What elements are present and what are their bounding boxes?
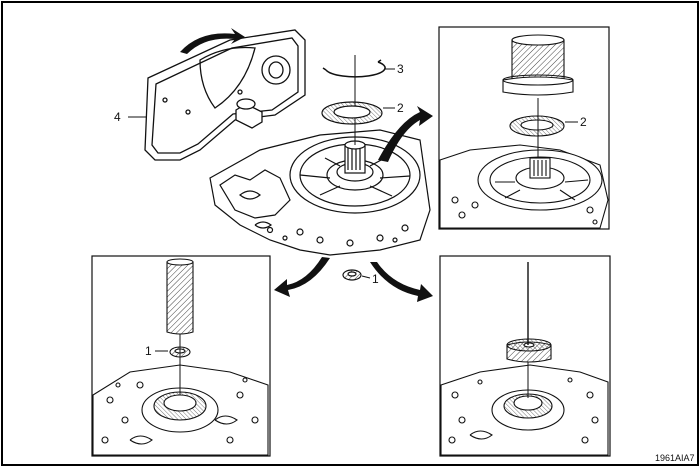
pump-body-main xyxy=(209,129,431,256)
inset-bottom-right-scene xyxy=(440,338,609,456)
arrow-to-bottom-right-icon xyxy=(370,262,433,302)
figure-code: 1961AIA7 xyxy=(655,453,695,463)
arrow-to-bottom-left-icon xyxy=(274,257,330,297)
o-ring-center xyxy=(342,269,362,281)
callout-o-ring-center: 1 xyxy=(372,272,379,286)
callout-o-ring-inset: 1 xyxy=(145,344,152,358)
callout-seal-top: 2 xyxy=(397,101,404,115)
snap-ring xyxy=(322,59,386,78)
inset-top-right-scene xyxy=(439,34,609,229)
callout-leader-o-ring-center xyxy=(361,275,371,279)
callout-seal-inset: 2 xyxy=(580,115,587,129)
arrow-to-top-right-icon xyxy=(378,106,433,162)
rotate-arrow-icon xyxy=(180,28,245,54)
callout-cover: 4 xyxy=(114,110,121,124)
callout-snap-ring: 3 xyxy=(397,62,404,76)
seal-ring-top xyxy=(321,101,383,125)
pump-cover xyxy=(144,29,306,161)
inset-bottom-left-scene xyxy=(92,258,269,456)
